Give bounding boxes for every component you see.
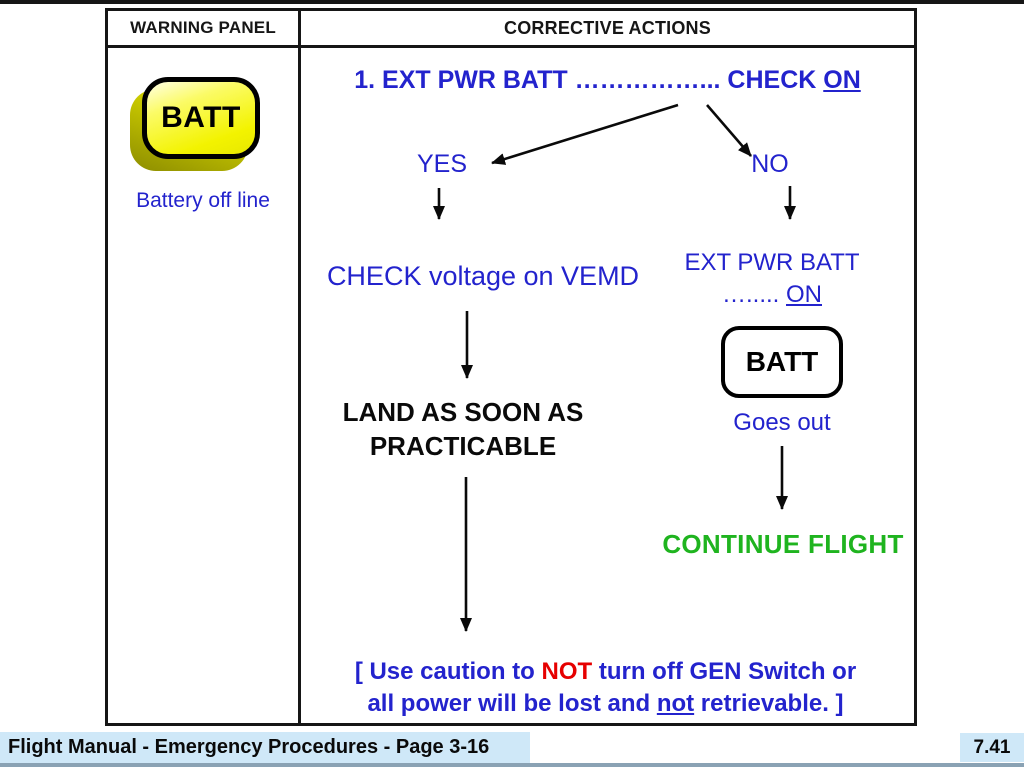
batt-light-out-button: BATT bbox=[721, 326, 843, 398]
warning-panel-header: WARNING PANEL bbox=[130, 18, 276, 37]
caution-part4: retrievable. ] bbox=[694, 689, 844, 717]
step1-on: ON bbox=[823, 66, 861, 94]
table-column-divider bbox=[298, 11, 301, 723]
caution-part3: all power will be lost and bbox=[367, 689, 657, 717]
warning-caption: Battery off line bbox=[136, 189, 270, 212]
ext-pwr-on: ON bbox=[786, 281, 822, 309]
continue-flight-label: CONTINUE FLIGHT bbox=[662, 529, 904, 559]
step1-text: 1. EXT PWR BATT ……………... CHECK ON bbox=[301, 66, 914, 95]
footer-title: Flight Manual - Emergency Procedures - P… bbox=[0, 732, 530, 763]
corrective-actions-header: CORRECTIVE ACTIONS bbox=[504, 17, 711, 38]
batt-warning-button: BATT bbox=[142, 77, 260, 159]
land-line2: PRACTICABLE bbox=[369, 430, 557, 461]
caution-part2: turn off GEN Switch or bbox=[592, 658, 857, 685]
land-instruction: LAND AS SOON AS PRACTICABLE bbox=[308, 396, 618, 464]
step1-prefix: 1. EXT PWR BATT ……………... CHECK bbox=[354, 66, 824, 94]
no-branch-label: NO bbox=[751, 150, 789, 178]
slide-bottom-border bbox=[0, 763, 1024, 767]
yes-branch-label: YES bbox=[416, 150, 468, 178]
caution-part1: [ Use caution to bbox=[354, 658, 542, 685]
caution-not: NOT bbox=[541, 658, 593, 685]
batt-warning-light: BATT bbox=[130, 77, 260, 171]
slide-top-border bbox=[0, 0, 1024, 4]
caution-note: [ Use caution to NOT turn off GEN Switch… bbox=[301, 656, 910, 719]
check-voltage-step: CHECK voltage on VEMD bbox=[326, 261, 640, 291]
footer-page-number: 7.41 bbox=[960, 733, 1024, 762]
ext-pwr-dots: …..... bbox=[721, 281, 786, 309]
goes-out-label: Goes out bbox=[733, 409, 831, 436]
ext-pwr-line1: EXT PWR BATT bbox=[684, 249, 860, 276]
procedure-table: WARNING PANEL CORRECTIVE ACTIONS BATT Ba… bbox=[105, 8, 917, 726]
ext-pwr-step: EXT PWR BATT …..... ON bbox=[650, 247, 894, 312]
table-header-divider bbox=[108, 45, 914, 48]
caution-not2: not bbox=[656, 689, 695, 717]
land-line1: LAND AS SOON AS bbox=[342, 397, 584, 427]
